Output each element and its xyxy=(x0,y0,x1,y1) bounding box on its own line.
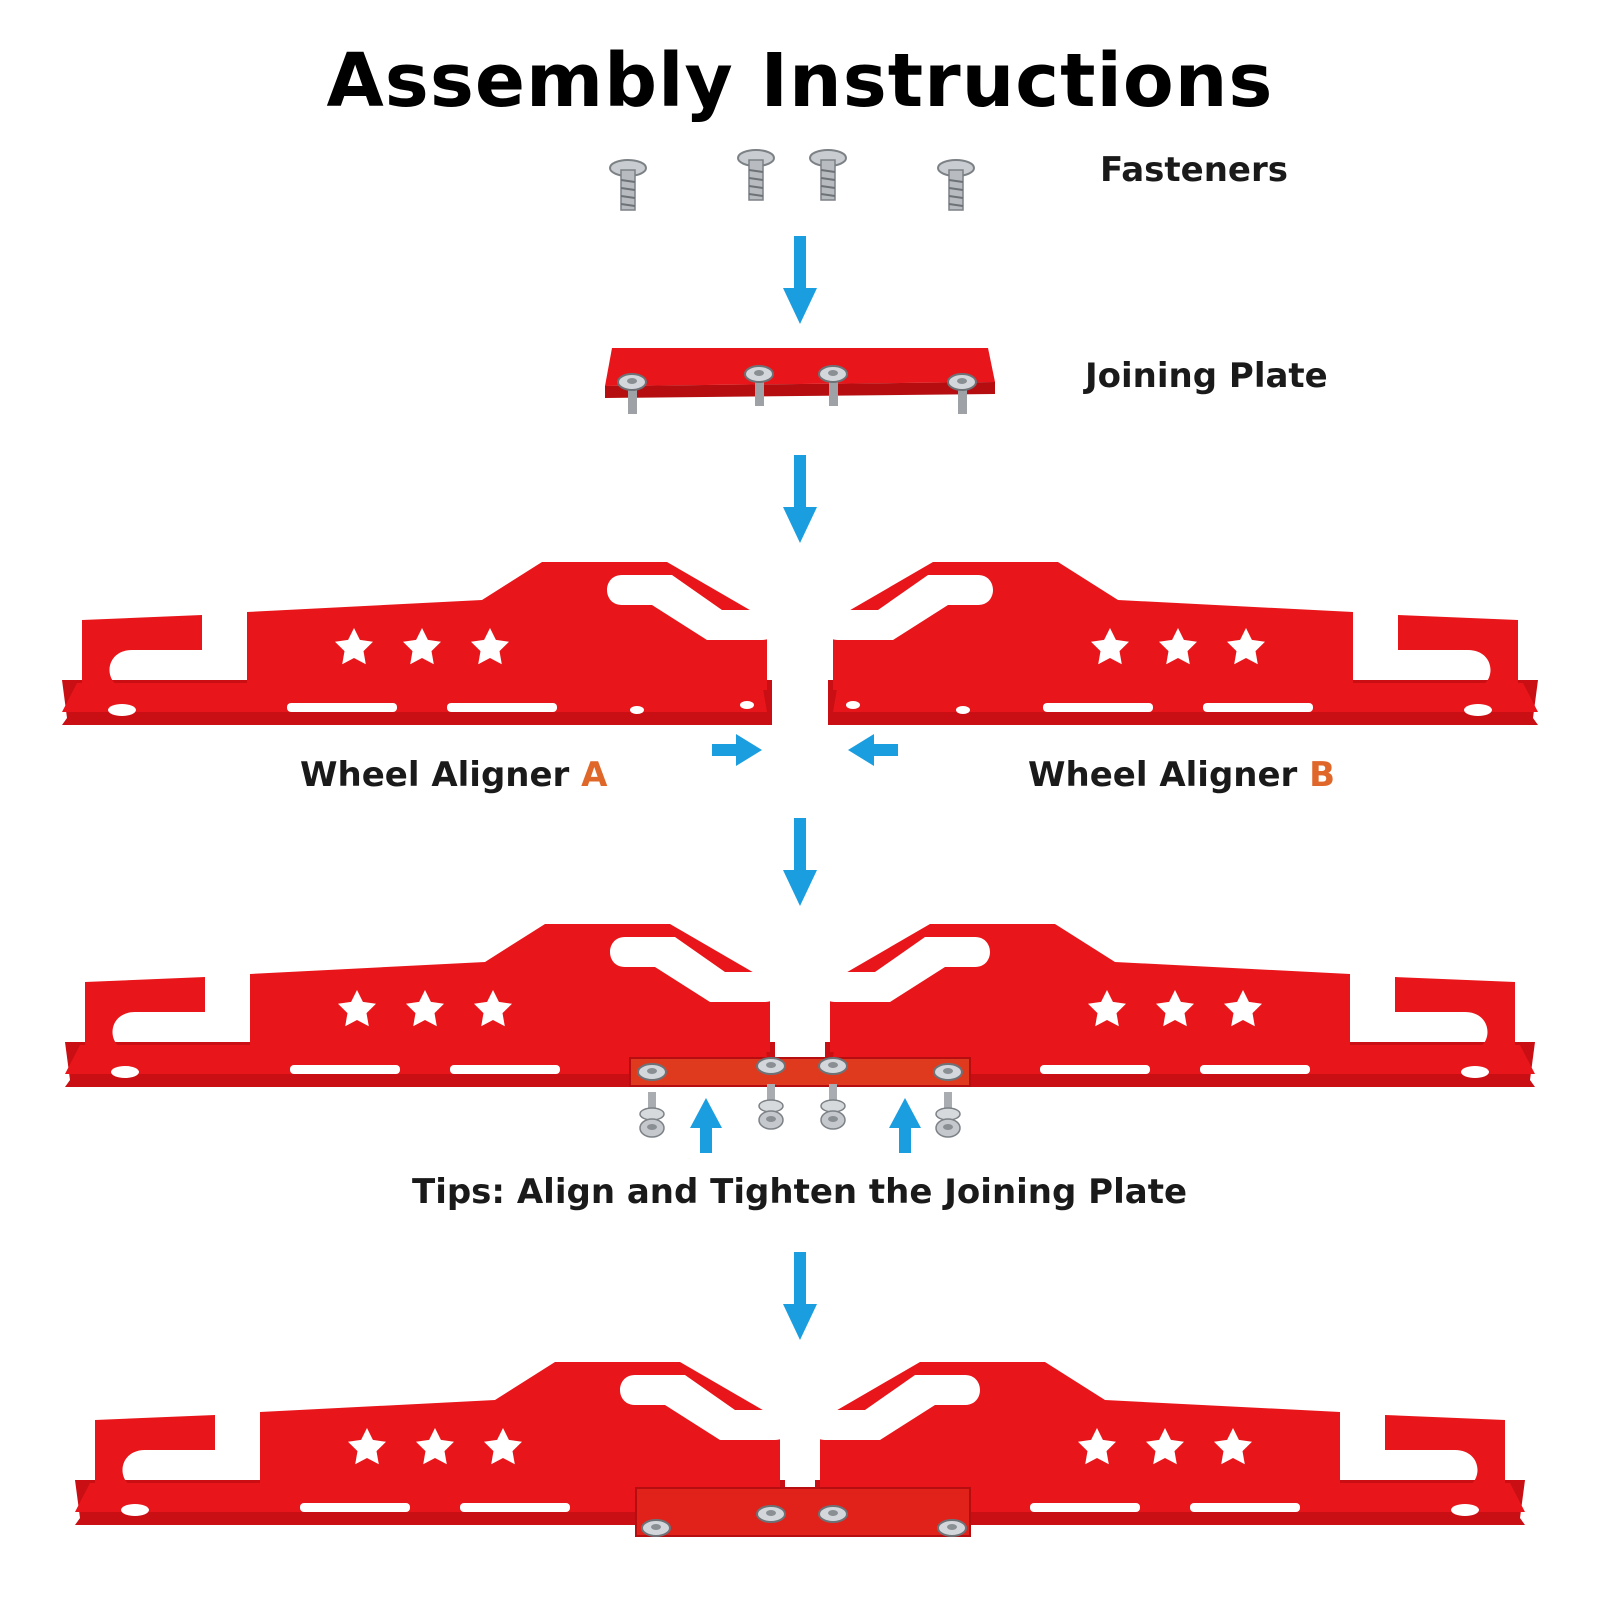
wheel-aligner-b-label: Wheel Aligner B xyxy=(1028,755,1335,795)
arrow-down-4 xyxy=(783,1252,817,1340)
arrow-up-left-icon xyxy=(690,1098,722,1153)
wheel-aligner-b-letter: B xyxy=(1309,755,1336,795)
screw-4 xyxy=(937,159,975,211)
arrow-right-icon xyxy=(712,734,762,766)
wheel-aligner-a-part xyxy=(62,562,777,725)
wheel-aligner-a-text: Wheel Aligner xyxy=(300,755,570,795)
fasteners-label: Fasteners xyxy=(1100,150,1288,190)
screw-3 xyxy=(809,149,847,201)
final-assembly-part xyxy=(75,1362,1525,1537)
fasteners-group xyxy=(609,149,975,211)
page-title: Assembly Instructions xyxy=(326,38,1274,124)
joining-plate-label: Joining Plate xyxy=(1085,356,1328,396)
wheel-aligner-b-part xyxy=(823,562,1538,725)
joining-plate-part xyxy=(605,348,995,414)
aligned-assembly-part xyxy=(65,924,1535,1138)
screw-1 xyxy=(609,159,647,211)
arrow-up-right-icon xyxy=(889,1098,921,1153)
wheel-aligner-a-label: Wheel Aligner A xyxy=(300,755,607,795)
wheel-aligner-a-letter: A xyxy=(581,755,608,795)
arrow-down-2 xyxy=(783,455,817,543)
arrow-left-icon xyxy=(848,734,898,766)
screw-2 xyxy=(737,149,775,201)
arrow-down-3 xyxy=(783,818,817,906)
tips-label: Tips: Align and Tighten the Joining Plat… xyxy=(412,1172,1188,1212)
wheel-aligner-b-text: Wheel Aligner xyxy=(1028,755,1298,795)
arrow-down-1 xyxy=(783,236,817,324)
